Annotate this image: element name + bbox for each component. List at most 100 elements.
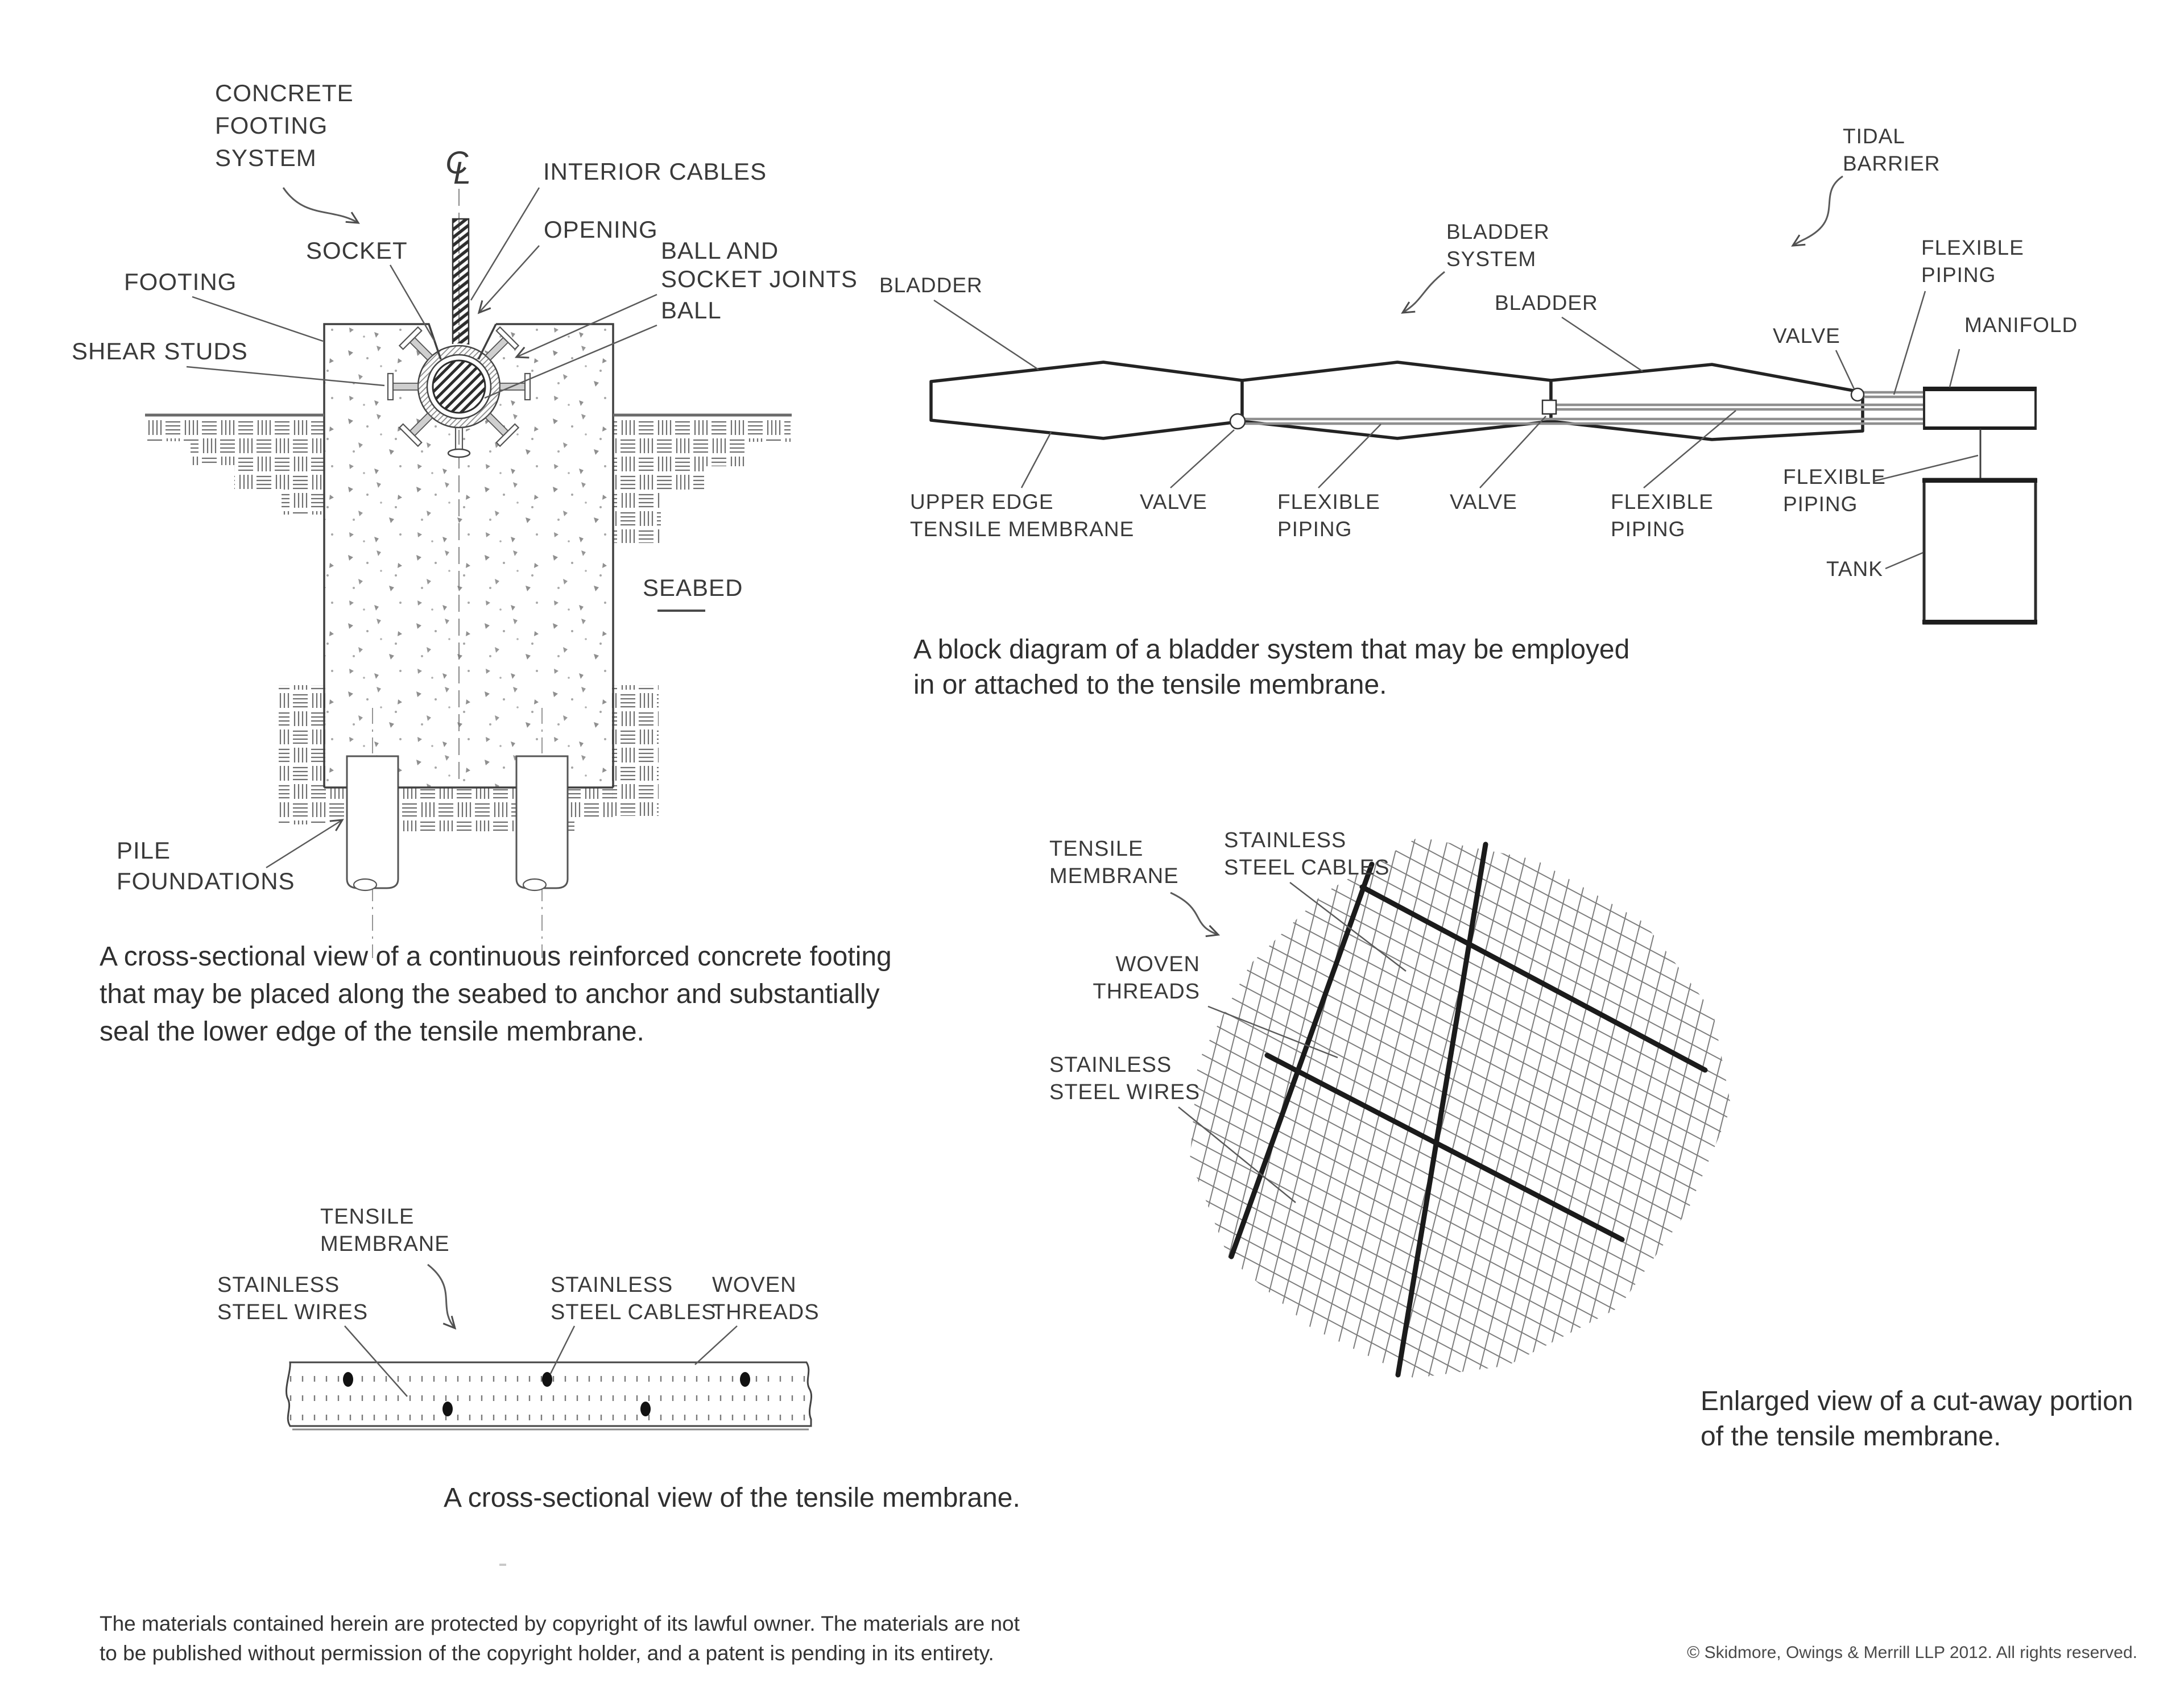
caption-footing: seal the lower edge of the tensile membr… bbox=[100, 1017, 644, 1047]
leader-flexible-piping-top bbox=[1893, 291, 1926, 395]
label-stainless-steel-cables: STEEL CABLES bbox=[1224, 856, 1390, 880]
label-bladder-system: SYSTEM bbox=[1446, 247, 1536, 271]
leader-flexible-piping-mid bbox=[1643, 410, 1736, 488]
print-artifact bbox=[499, 1564, 506, 1566]
leader-bladder-system bbox=[1401, 271, 1445, 314]
membrane-strip-texture bbox=[286, 1362, 812, 1426]
figure-membrane-cross-section: TENSILE MEMBRANE STAINLESS STEEL WIRES S… bbox=[217, 1205, 1020, 1513]
figure-footing-cross-section: CONCRETE FOOTING SYSTEM C L INTERIOR CAB… bbox=[72, 80, 892, 1047]
label-upper-edge-tensile-membrane: UPPER EDGE bbox=[910, 490, 1054, 513]
leader-valve-mid bbox=[1479, 416, 1546, 488]
label-flexible-piping-mid: PIPING bbox=[1611, 517, 1685, 541]
copyright-notice: The materials contained herein are prote… bbox=[100, 1612, 1020, 1635]
leader-stainless-steel-wires bbox=[344, 1325, 408, 1397]
label-flexible-piping-left: PIPING bbox=[1277, 517, 1352, 541]
valve-left bbox=[1229, 413, 1246, 430]
valve-right bbox=[1850, 387, 1865, 402]
label-woven-threads: THREADS bbox=[712, 1300, 820, 1324]
bladder-1 bbox=[929, 360, 1244, 440]
copyright-notice: to be published without permission of th… bbox=[100, 1642, 994, 1665]
leader-socket bbox=[389, 264, 436, 342]
label-pile-foundations: FOUNDATIONS bbox=[117, 868, 295, 894]
flexible-piping-runs bbox=[1244, 391, 1924, 425]
label-tidal-barrier: BARRIER bbox=[1843, 152, 1940, 175]
label-valve-left: VALVE bbox=[1140, 490, 1207, 513]
label-stainless-steel-wires: STEEL WIRES bbox=[1049, 1080, 1200, 1104]
label-stainless-steel-wires: STEEL WIRES bbox=[217, 1300, 368, 1324]
leader-valve-left bbox=[1170, 429, 1235, 488]
leader-footing bbox=[192, 296, 324, 342]
label-flexible-piping-right: FLEXIBLE bbox=[1783, 465, 1886, 488]
leader-bladder-right bbox=[1561, 316, 1643, 372]
leader-valve-top bbox=[1835, 350, 1855, 389]
pile-left bbox=[346, 755, 399, 889]
stainless-steel-cable-lines bbox=[1228, 842, 1708, 1378]
label-flexible-piping-left: FLEXIBLE bbox=[1277, 490, 1380, 513]
footing-outline bbox=[323, 323, 614, 789]
leader-interior-cables bbox=[470, 187, 540, 301]
label-upper-edge-tensile-membrane: TENSILE MEMBRANE bbox=[910, 517, 1134, 541]
caption-bladder: A block diagram of a bladder system that… bbox=[913, 635, 1629, 665]
label-ball-and-socket-joints: SOCKET JOINTS bbox=[661, 266, 858, 292]
copyright-owner: © Skidmore, Owings & Merrill LLP 2012. A… bbox=[1687, 1643, 2137, 1662]
label-woven-threads: WOVEN bbox=[712, 1273, 797, 1297]
ground-bottom-right-blob bbox=[612, 685, 659, 816]
label-tensile-membrane: MEMBRANE bbox=[320, 1232, 450, 1256]
seabed-ground-right bbox=[613, 417, 791, 543]
leader-opening bbox=[477, 245, 540, 314]
leader-stainless-steel-cables bbox=[549, 1325, 576, 1374]
leader-bladder-left bbox=[933, 299, 1039, 371]
seabed-ground-left bbox=[147, 417, 324, 515]
centerline-symbol-l: L bbox=[453, 155, 471, 190]
leader-woven-threads bbox=[1207, 1005, 1338, 1059]
label-flexible-piping-right: PIPING bbox=[1783, 492, 1858, 516]
label-footing: FOOTING bbox=[124, 268, 237, 295]
label-flexible-piping-mid: FLEXIBLE bbox=[1611, 490, 1714, 513]
label-bladder-right: BLADDER bbox=[1495, 291, 1598, 314]
caption-footing: A cross-sectional view of a continuous r… bbox=[100, 942, 892, 972]
interior-cable bbox=[452, 218, 470, 365]
label-woven-threads: WOVEN bbox=[1115, 952, 1200, 976]
label-stainless-steel-cables: STAINLESS bbox=[551, 1273, 673, 1297]
label-pile-foundations: PILE bbox=[117, 837, 171, 864]
label-tensile-membrane: MEMBRANE bbox=[1049, 864, 1179, 888]
label-tank: TANK bbox=[1826, 557, 1883, 581]
woven-mesh bbox=[1190, 837, 1731, 1378]
label-flexible-piping-top: FLEXIBLE bbox=[1921, 236, 2024, 259]
label-shear-studs: SHEAR STUDS bbox=[72, 338, 248, 364]
centerline-symbol-c: C bbox=[445, 144, 469, 180]
label-socket: SOCKET bbox=[306, 237, 408, 264]
caption-membrane-enlarged: Enlarged view of a cut-away portion bbox=[1701, 1386, 2133, 1416]
label-tidal-barrier: TIDAL bbox=[1843, 125, 1905, 148]
leader-pile-foundations bbox=[266, 819, 344, 869]
label-tensile-membrane: TENSILE bbox=[320, 1205, 414, 1229]
leader-woven-threads bbox=[694, 1325, 738, 1365]
label-valve-top: VALVE bbox=[1773, 324, 1840, 347]
label-stainless-steel-wires: STAINLESS bbox=[1049, 1053, 1172, 1077]
leader-stainless-steel-cables bbox=[1289, 882, 1407, 972]
pile-right bbox=[515, 755, 569, 889]
steel-cable-dots bbox=[343, 1372, 750, 1416]
figure-membrane-enlarged: TENSILE MEMBRANE STAINLESS STEEL CABLES … bbox=[1049, 828, 2133, 1452]
leader-shear-studs bbox=[186, 366, 385, 387]
figure-bladder-system: BLADDER BLADDER SYSTEM BLADDER TIDAL BAR… bbox=[879, 125, 2077, 700]
label-stainless-steel-cables: STAINLESS bbox=[1224, 828, 1346, 852]
label-woven-threads: THREADS bbox=[1093, 980, 1200, 1004]
caption-membrane-section: A cross-sectional view of the tensile me… bbox=[444, 1483, 1020, 1513]
leader-tank bbox=[1885, 552, 1924, 570]
label-bladder-left: BLADDER bbox=[879, 273, 983, 297]
label-tensile-membrane: TENSILE bbox=[1049, 837, 1143, 861]
ground-bottom-left-blob bbox=[279, 685, 325, 824]
leader-upper-edge bbox=[1020, 432, 1052, 488]
leader-tensile-membrane bbox=[1170, 892, 1221, 938]
leader-flexible-piping-right bbox=[1873, 454, 1979, 482]
label-concrete-footing-system: SYSTEM bbox=[215, 144, 317, 171]
valve-mid bbox=[1541, 399, 1557, 415]
caption-footing: that may be placed along the seabed to a… bbox=[100, 979, 880, 1009]
label-stainless-steel-cables: STEEL CABLES bbox=[551, 1300, 717, 1324]
leader-tensile-membrane bbox=[427, 1263, 457, 1330]
leader-concrete-footing-system bbox=[282, 187, 360, 224]
caption-membrane-enlarged: of the tensile membrane. bbox=[1701, 1421, 2001, 1452]
label-flexible-piping-top: PIPING bbox=[1921, 263, 1996, 287]
